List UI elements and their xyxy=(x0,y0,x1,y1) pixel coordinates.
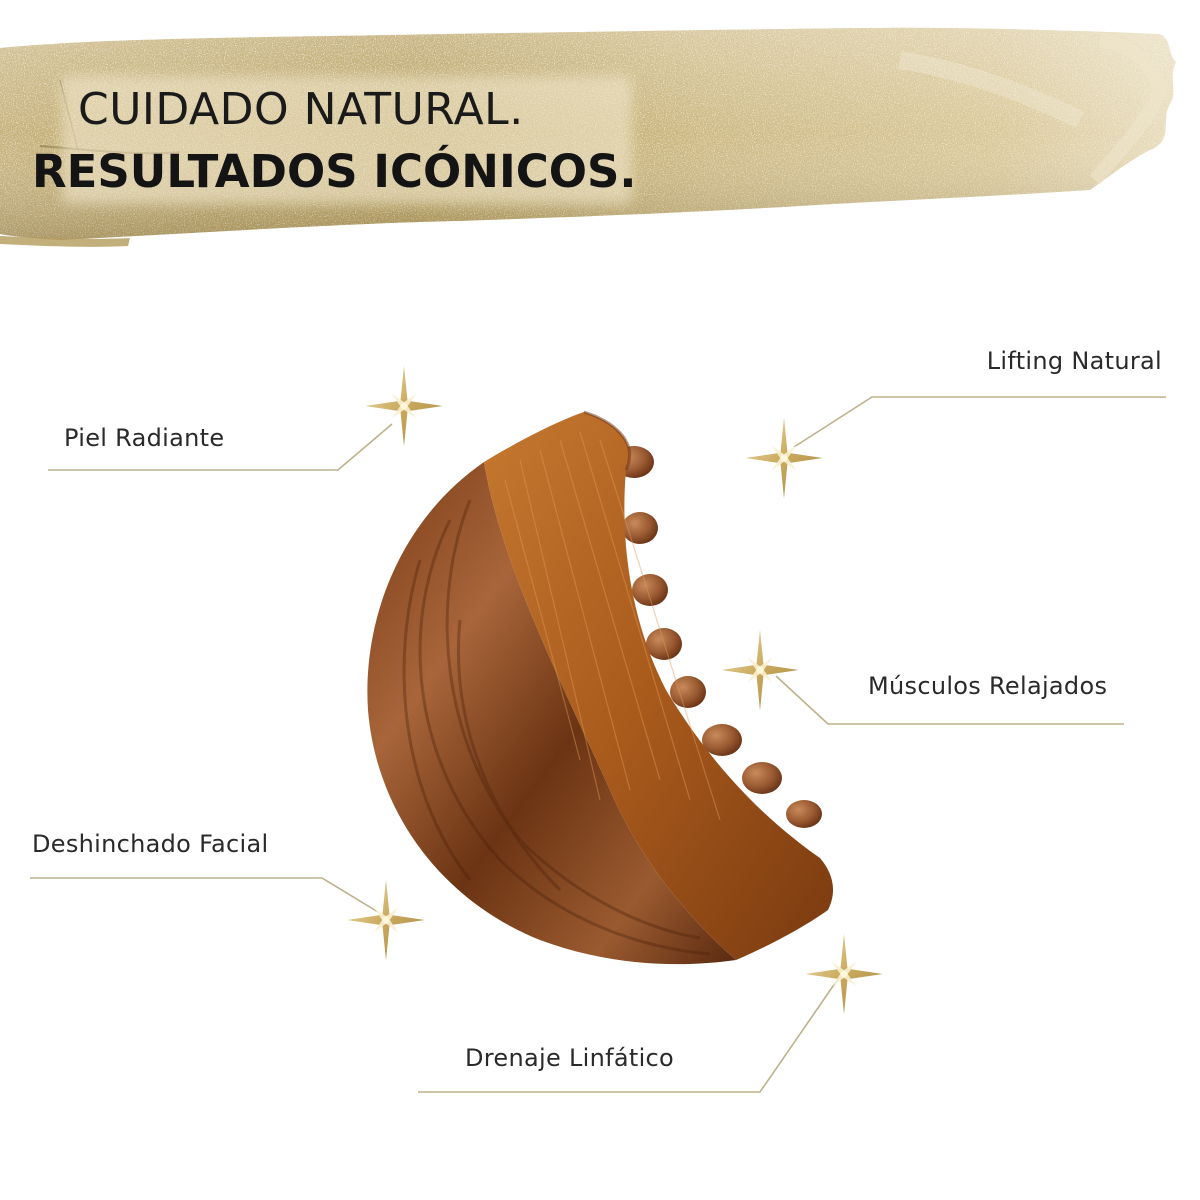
benefit-piel-radiante: Piel Radiante xyxy=(64,424,225,452)
wooden-handle xyxy=(367,462,736,965)
leader-lines xyxy=(30,396,1166,1093)
headline-line1: CUIDADO NATURAL. xyxy=(78,84,524,135)
benefit-drenaje-linfatico: Drenaje Linfático xyxy=(465,1044,675,1072)
sparkle-star-icon xyxy=(365,365,443,447)
benefit-musculos-relajados: Músculos Relajados xyxy=(868,672,1108,700)
gold-glitter-banner xyxy=(0,27,1176,247)
sparkle-star-icon xyxy=(347,879,425,961)
headline-line2: RESULTADOS ICÓNICOS. xyxy=(32,145,637,198)
benefit-lifting-natural: Lifting Natural xyxy=(986,347,1162,375)
bristle-pad xyxy=(484,412,834,960)
sparkle-star-icon xyxy=(745,417,823,499)
benefit-deshinchado-facial: Deshinchado Facial xyxy=(32,830,269,858)
sparkle-star-icon xyxy=(805,933,883,1015)
massage-knobs xyxy=(614,446,822,828)
sparkle-star-icon xyxy=(721,629,799,711)
